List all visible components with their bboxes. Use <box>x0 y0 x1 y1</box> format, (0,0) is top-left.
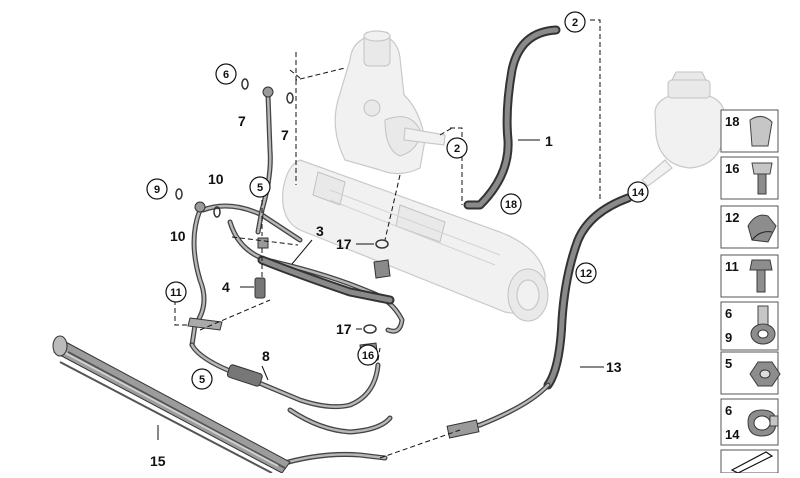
panel-label-16: 16 <box>725 161 739 176</box>
callout-12-circle <box>575 262 597 284</box>
hose-3 <box>257 255 395 305</box>
callout-14-circle <box>627 181 649 203</box>
callout-6: 6 <box>223 69 229 81</box>
panel-label-5: 5 <box>725 356 732 371</box>
callout-13: 13 <box>606 359 622 375</box>
leader-lines <box>157 139 604 440</box>
callout-18-circle <box>500 193 522 215</box>
callout-16: 16 <box>362 350 374 362</box>
callout-10b: 10 <box>170 228 186 244</box>
callout-5a: 5 <box>257 182 263 194</box>
callouts: 2 1 2 18 6 7 7 5 10 9 10 3 17 4 11 17 16… <box>146 11 649 469</box>
callout-5b-circle <box>191 368 213 390</box>
callout-5b: 5 <box>199 374 205 386</box>
callout-2b: 2 <box>454 143 460 155</box>
callout-16-circle <box>357 344 379 366</box>
callout-4: 4 <box>222 279 230 295</box>
callout-3: 3 <box>316 223 324 239</box>
callout-1: 1 <box>545 133 553 149</box>
panel-label-12: 12 <box>725 210 739 225</box>
callout-2a-circle <box>564 11 586 33</box>
callout-11: 11 <box>170 287 182 299</box>
line-7 <box>255 86 274 235</box>
callout-11-circle <box>165 281 187 303</box>
callout-7b: 7 <box>281 127 289 143</box>
hose-12 <box>543 193 633 390</box>
power-steering-pump-ghost <box>334 30 446 175</box>
panel-label-18: 18 <box>725 114 739 129</box>
panel-label-11: 11 <box>725 259 739 274</box>
callout-9: 9 <box>154 184 160 196</box>
callout-10a: 10 <box>208 171 224 187</box>
callout-15: 15 <box>150 453 166 469</box>
callout-17b: 17 <box>336 321 352 337</box>
callout-2b-circle <box>446 137 468 159</box>
reservoir-ghost <box>641 71 725 187</box>
cooler-15 <box>52 335 291 474</box>
arrow-icon <box>730 451 774 474</box>
callout-8: 8 <box>262 348 270 364</box>
panel-label-9: 9 <box>725 330 732 345</box>
callout-14: 14 <box>632 187 645 199</box>
callout-18: 18 <box>505 199 517 211</box>
panel-label-14: 14 <box>725 427 740 442</box>
hose-1 <box>463 25 561 210</box>
panel-label-6b: 6 <box>725 403 732 418</box>
line-10 <box>189 201 207 348</box>
panel-label-6: 6 <box>725 306 732 321</box>
callout-17a: 17 <box>336 236 352 252</box>
callout-9-circle <box>146 178 168 200</box>
callout-2a: 2 <box>572 17 578 29</box>
callout-6-circle <box>215 63 237 85</box>
callout-7a: 7 <box>238 113 246 129</box>
dashed-lines <box>174 19 641 459</box>
callout-12: 12 <box>580 268 592 280</box>
steering-gear-ghost <box>282 159 549 322</box>
callout-5a-circle <box>249 176 271 198</box>
parts-side-panel: 18 16 12 11 6 9 5 6 14 <box>720 109 781 474</box>
return-line-13 <box>446 382 551 439</box>
